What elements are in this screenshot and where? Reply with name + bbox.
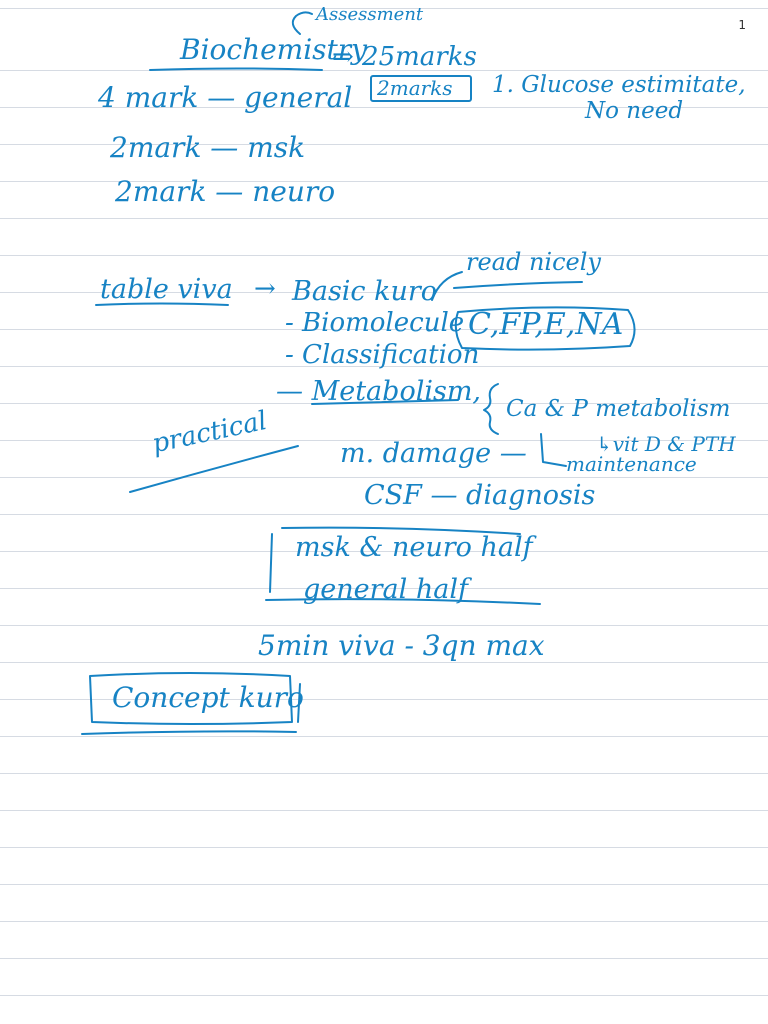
metabolism-underline — [311, 399, 459, 405]
split-box-bottom — [265, 598, 541, 605]
practical-underline — [129, 445, 299, 493]
split-msk-neuro: msk & neuro half — [295, 532, 533, 563]
mark-general: 4 mark — general — [98, 81, 353, 114]
maintenance-note: maintenance — [566, 452, 697, 476]
concept-kuro: Concept kuro — [112, 681, 304, 714]
boxed-marks: 2marks — [377, 76, 453, 100]
mark-msk: 2mark — msk — [110, 131, 306, 164]
table-viva-label: table viva — [100, 274, 233, 305]
marks-box — [370, 75, 472, 102]
table-viva-arrow: → — [254, 274, 276, 304]
biomolecule-list: C,FP,E,NA — [468, 307, 624, 342]
glucose-no-need: No need — [585, 98, 684, 124]
item-biomolecule: - Biomolecule — [285, 308, 465, 338]
mark-neuro: 2mark — neuro — [115, 175, 336, 208]
split-general: general half — [303, 574, 468, 605]
split-box-left — [269, 533, 273, 593]
maintenance-connector — [540, 433, 567, 467]
read-nicely-underline — [453, 281, 583, 289]
biomolecule-box — [454, 306, 636, 351]
viva-time: 5min viva - 3qn max — [258, 629, 545, 662]
practical-csf: CSF — diagnosis — [364, 480, 596, 511]
read-nicely-bracket — [431, 271, 463, 301]
glucose-note: 1. Glucose estimitate, — [492, 72, 746, 98]
annotation-text: Assessment — [316, 4, 424, 25]
item-metabolism: — Metabolism, — [276, 376, 482, 407]
concept-underline — [81, 730, 297, 735]
vitd-pth-note: ↳vit D & PTH — [596, 432, 736, 456]
total-marks: ⇒ 25marks — [332, 42, 477, 72]
concept-box-tail — [297, 683, 301, 723]
ca-p-metabolism: Ca & P metabolism — [506, 396, 731, 422]
item-classification: - Classification — [285, 340, 480, 370]
subject-underline — [149, 67, 323, 71]
read-nicely-note: read nicely — [466, 248, 601, 276]
practical-m-damage: m. damage — — [340, 438, 527, 469]
annotation-hook — [291, 11, 313, 35]
table-viva-underline — [95, 302, 229, 306]
split-box-top — [281, 526, 521, 535]
concept-box — [89, 672, 293, 725]
metabolism-brace — [483, 383, 499, 435]
subject-title: Biochemistry — [180, 33, 368, 66]
basic-kuro: Basic kuro — [292, 276, 438, 307]
page-number: 1 — [738, 18, 746, 32]
